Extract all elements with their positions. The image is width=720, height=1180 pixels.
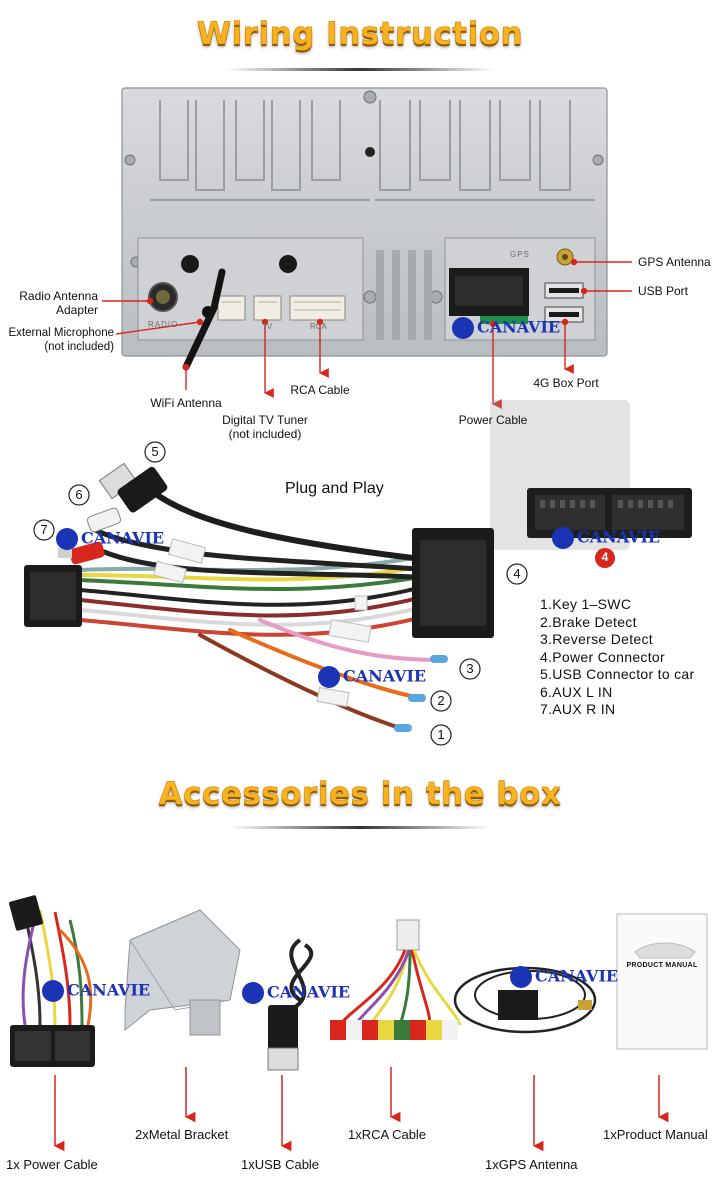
brand-logo-harness-left: CANAVIE — [56, 528, 164, 550]
plug-and-play-caption: Plug and Play — [285, 480, 384, 497]
brand-logo-unit: CANAVIE — [452, 317, 560, 339]
harness-left-connector — [24, 565, 82, 627]
harness-number-3: 3 — [466, 661, 474, 676]
wire-tags — [153, 538, 372, 708]
harness-wires — [78, 487, 442, 730]
accessories-underline — [230, 826, 490, 829]
brand-logo-harness-center: CANAVIE — [318, 666, 426, 688]
brand-logo-accessory-2: CANAVIE — [242, 982, 350, 1004]
harness-number-4: 4 — [513, 566, 521, 581]
brand-logo-accessory-1: CANAVIE — [42, 980, 150, 1002]
label-power-cable: Power Cable — [458, 413, 528, 427]
port-print-radio: RADIO — [148, 320, 179, 329]
connector-number-4-badge — [595, 548, 615, 568]
accessory-product-manual-graphic — [616, 913, 708, 1050]
car-side-connector — [527, 488, 692, 538]
connector-number-4: 4 — [601, 550, 609, 564]
heading-underline — [225, 68, 495, 71]
port-print-tv: TV — [262, 322, 273, 331]
label-gps-antenna: GPS Antenna — [638, 255, 711, 269]
legend-item: 5.USB Connector to car — [540, 666, 695, 682]
wiring-instruction-heading: Wiring Instruction — [196, 16, 524, 53]
accessory-label-usb-cable: 1xUSB Cable — [241, 1157, 320, 1172]
brand-logo-connector: CANAVIE — [552, 527, 660, 549]
harness-power-connector — [412, 528, 494, 638]
label-digital-tv-tuner: Digital TV Tuner (not included) — [222, 413, 308, 441]
harness-number-5: 5 — [151, 444, 159, 459]
callout-lines-upper — [102, 258, 632, 409]
harness-legend: 1.Key 1–SWC 2.Brake Detect 3.Reverse Det… — [540, 596, 694, 719]
port-print-rca: RCA — [310, 322, 327, 331]
accessory-label-gps-antenna: 1xGPS Antenna — [485, 1157, 578, 1172]
label-4g-box-port: 4G Box Port — [533, 376, 599, 390]
harness-number-circles — [33, 441, 528, 746]
accessory-label-rca-cable: 1xRCA Cable — [348, 1127, 427, 1142]
label-rca-cable: RCA Cable — [290, 383, 350, 397]
brand-logo-accessory-3: CANAVIE — [510, 966, 618, 988]
label-external-microphone: External Microphone (not included) — [8, 327, 114, 353]
legend-item: 3.Reverse Detect — [540, 631, 653, 647]
harness-number-1: 1 — [437, 727, 445, 742]
legend-item: 4.Power Connector — [540, 648, 665, 665]
accessory-label-metal-bracket: 2xMetal Bracket — [135, 1127, 229, 1142]
legend-item: 6.AUX L IN — [540, 683, 613, 700]
accessory-arrows — [53, 1067, 669, 1152]
accessory-metal-bracket-graphic — [124, 909, 241, 1036]
harness-number-6: 6 — [75, 487, 83, 502]
accessory-label-power-cable: 1x Power Cable — [6, 1157, 98, 1172]
accessory-usb-cable-graphic — [267, 938, 314, 1071]
harness-number-7: 7 — [40, 522, 48, 537]
legend-item: 2.Brake Detect — [540, 613, 637, 630]
legend-item: 7.AUX R IN — [540, 701, 616, 717]
accessory-power-cable-graphic — [9, 895, 95, 1067]
accessory-label-product-manual: 1xProduct Manual — [603, 1127, 708, 1142]
accessories-heading: Accessories in the box — [158, 776, 562, 813]
usb-plug — [98, 462, 168, 513]
label-usb-port: USB Port — [638, 284, 689, 298]
label-wifi-antenna: WiFi Antenna — [150, 396, 222, 410]
port-print-gps: GPS — [510, 250, 530, 259]
rca-plugs — [58, 507, 122, 565]
legend-item: 1.Key 1–SWC — [540, 596, 632, 612]
head-unit-chassis — [121, 87, 608, 371]
harness-number-2: 2 — [437, 693, 445, 708]
accessory-rca-cable-graphic — [330, 919, 462, 1040]
label-radio-antenna-adapter: Radio Antenna Adapter — [19, 289, 98, 317]
wire-tips — [394, 655, 448, 732]
manual-cover-title: PRODUCT MANUAL — [626, 962, 698, 969]
